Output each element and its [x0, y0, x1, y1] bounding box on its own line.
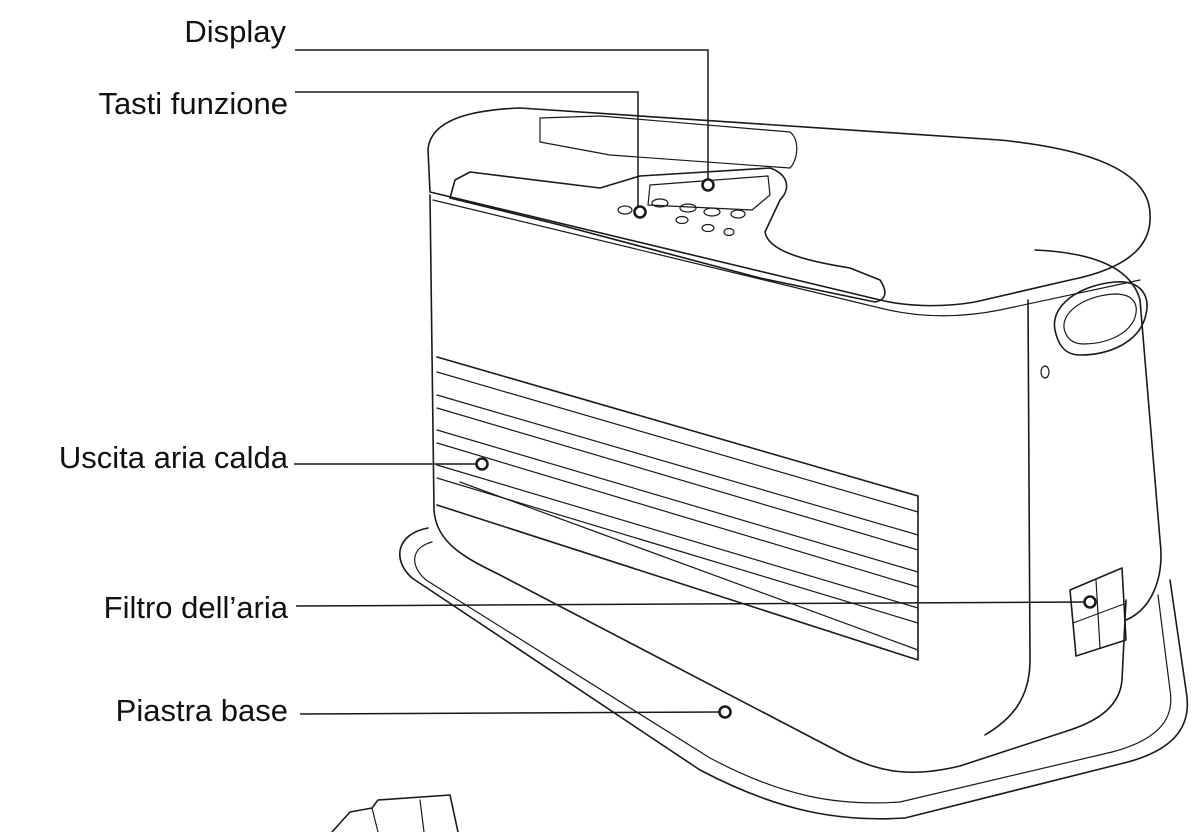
base-plate-inner: [414, 541, 1172, 804]
label-tasti-funzione: Tasti funzione: [98, 86, 288, 121]
side-handle-outer: [1053, 281, 1148, 356]
callout-dot-uscita-aria-calda: [475, 457, 489, 471]
button-6: [675, 215, 689, 225]
side-handle-inner: [1063, 293, 1137, 345]
top-cap: [427, 107, 1151, 307]
air-filter-grille: [1069, 567, 1127, 657]
leader-filtro-aria: [295, 601, 1087, 607]
base-plate-outer: [398, 527, 1189, 820]
button-3: [679, 203, 697, 213]
top-recess: [539, 115, 798, 169]
button-2: [651, 198, 669, 208]
control-panel: [449, 167, 886, 303]
button-7: [701, 223, 715, 233]
side-face: [1034, 249, 1162, 621]
button-1: [617, 205, 633, 215]
callout-dot-filtro-aria: [1083, 595, 1097, 609]
small-bracket: [331, 794, 459, 832]
air-outlet-louvers: [436, 356, 919, 661]
leader-display: [295, 49, 709, 183]
label-display: Display: [184, 14, 286, 49]
side-screw: [1040, 365, 1050, 379]
callout-dot-display: [701, 178, 715, 192]
callout-dot-piastra-base: [718, 705, 732, 719]
front-face: [429, 194, 1127, 774]
label-uscita-aria-calda: Uscita aria calda: [58, 440, 288, 475]
label-piastra-base: Piastra base: [115, 693, 288, 728]
body-corner-edge: [984, 299, 1031, 736]
callout-dot-tasti-funzione: [633, 205, 647, 219]
label-filtro-aria: Filtro dell’aria: [103, 590, 288, 625]
top-cap-rim: [432, 199, 1141, 317]
small-bracket-inner: [371, 799, 425, 832]
button-5: [730, 209, 746, 219]
leader-tasti-funzione: [295, 91, 639, 210]
button-8: [723, 227, 735, 237]
display-window: [647, 175, 771, 211]
leader-piastra-base: [299, 711, 723, 715]
button-4: [703, 207, 721, 217]
